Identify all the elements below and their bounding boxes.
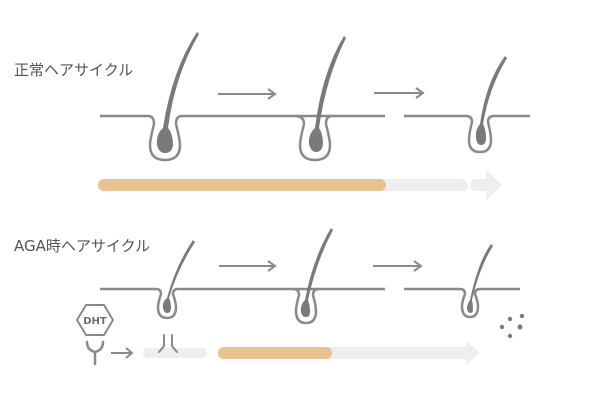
progress-arrow-icon <box>486 170 502 200</box>
aga-progress-bar <box>218 341 480 365</box>
arrow-right-icon <box>219 260 277 272</box>
normal-progress-bar <box>98 170 502 200</box>
receptor-icon <box>85 340 105 366</box>
skin-line <box>404 287 520 319</box>
skin-line <box>100 287 385 320</box>
skin-follicle <box>292 287 320 325</box>
hair-falling-dots-icon <box>499 313 525 339</box>
hair-icon <box>162 240 195 313</box>
normal-cycle-label: 正常ヘアサイクル <box>14 61 134 79</box>
arrow-right-icon <box>218 88 277 100</box>
hair-icon <box>467 244 493 313</box>
hair-icon <box>475 56 507 145</box>
receptor-binding-icon <box>158 334 178 353</box>
hair-icon <box>308 36 346 152</box>
arrow-right-icon <box>111 347 134 359</box>
normal-row <box>98 32 530 200</box>
aga-cycle-label: AGA時ヘアサイクル <box>14 237 151 255</box>
skin-follicle <box>294 114 333 162</box>
skin-line <box>100 114 385 162</box>
arrow-right-icon <box>374 87 425 99</box>
progress-arrow-icon <box>466 341 480 365</box>
skin-line <box>404 114 530 154</box>
hair-icon <box>156 32 199 153</box>
aga-row: DHT <box>75 228 525 366</box>
arrow-right-icon <box>373 260 423 272</box>
hair-icon <box>300 228 333 317</box>
dht-badge: DHT <box>75 304 115 336</box>
dht-text: DHT <box>83 316 107 327</box>
